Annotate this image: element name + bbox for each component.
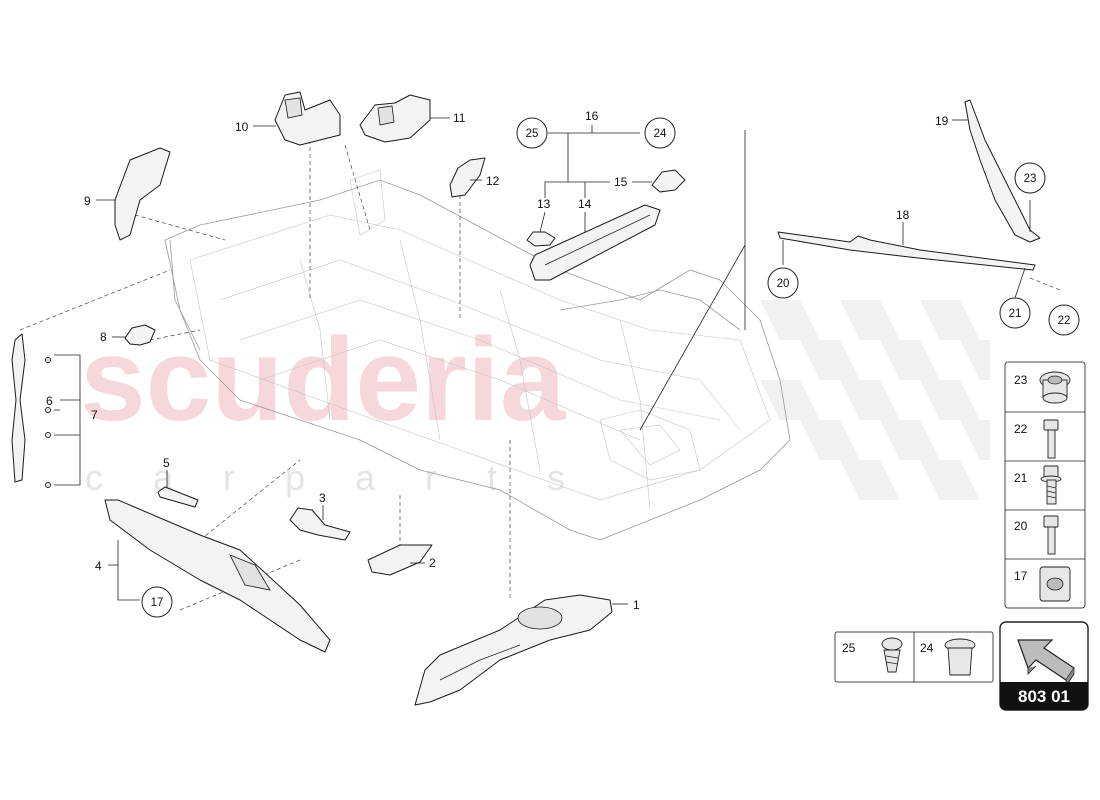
fastener-legend-right: 23 22 21 20 17 [1004, 361, 1086, 609]
legend-label-22: 22 [1014, 422, 1028, 436]
part-19-strut[interactable] [964, 99, 1041, 243]
circle-callout-22: 22 [1048, 304, 1080, 336]
part-3-bracket[interactable] [289, 507, 351, 541]
callout-8: 8 [100, 330, 107, 344]
svg-text:25: 25 [526, 128, 539, 140]
circled-callouts: 25 24 23 20 21 22 17 [141, 117, 1080, 618]
svg-text:17: 17 [151, 597, 164, 609]
part-5-plate[interactable] [157, 486, 199, 508]
callout-1: 1 [633, 598, 640, 612]
circle-callout-21: 21 [999, 297, 1031, 329]
legend-label-25: 25 [842, 641, 856, 655]
cage-nut-icon [1039, 566, 1071, 602]
callout-15: 15 [614, 175, 628, 189]
svg-text:24: 24 [654, 128, 667, 140]
part-1-floor-panel[interactable] [414, 594, 613, 706]
svg-text:22: 22 [1058, 315, 1071, 327]
part-13-clip[interactable] [526, 231, 556, 247]
part-14-crossmember[interactable] [529, 204, 661, 281]
part-9-panel[interactable] [114, 147, 171, 241]
diagram-nav-box[interactable]: 803 01 [999, 621, 1089, 711]
callout-lines [54, 117, 1031, 605]
part-10-bracket[interactable] [274, 91, 341, 146]
callout-3: 3 [319, 491, 326, 505]
circle-callout-23: 23 [1014, 162, 1046, 194]
svg-text:21: 21 [1009, 308, 1022, 320]
callout-4: 4 [95, 559, 102, 573]
circle-callout-24: 24 [644, 117, 676, 149]
diagram-code: 803 01 [1018, 687, 1070, 706]
callout-9: 9 [84, 194, 91, 208]
callout-2: 2 [429, 556, 436, 570]
fastener-dots [45, 357, 51, 488]
watermark-checkerboard [760, 300, 990, 500]
part-4-sill[interactable] [104, 499, 331, 653]
watermark-brand: scuderia [80, 314, 567, 446]
callout-7: 7 [91, 408, 98, 422]
legend-label-21: 21 [1014, 471, 1028, 485]
circle-callout-17: 17 [141, 586, 173, 618]
dashed-leaders [19, 130, 1061, 611]
part-8-clip[interactable] [124, 324, 156, 346]
hex-bolt-icon [1043, 515, 1059, 555]
svg-text:20: 20 [777, 278, 790, 290]
circle-callout-25: 25 [516, 117, 548, 149]
flange-bolt-icon [1043, 419, 1059, 459]
plug-icon [944, 638, 976, 676]
part-11-bracket[interactable] [359, 94, 431, 143]
legend-label-24: 24 [920, 641, 934, 655]
callout-14: 14 [578, 197, 592, 211]
callout-16: 16 [585, 109, 599, 123]
legend-label-17: 17 [1014, 569, 1028, 583]
callout-5: 5 [163, 456, 170, 470]
callout-11: 11 [453, 111, 466, 125]
callout-numbers: 10 11 12 9 8 6 7 5 3 2 1 4 16 13 14 15 1… [46, 109, 949, 612]
legend-label-23: 23 [1014, 373, 1028, 387]
part-18-strut[interactable] [777, 231, 1036, 271]
threaded-bolt-icon [1040, 465, 1062, 505]
part-2-panel[interactable] [367, 544, 433, 576]
circle-callout-20: 20 [767, 267, 799, 299]
grommet-icon [1039, 371, 1071, 404]
legend-label-20: 20 [1014, 519, 1028, 533]
callout-18: 18 [896, 208, 910, 222]
push-rivet-icon [881, 637, 903, 673]
part-12-bracket[interactable] [449, 157, 486, 198]
callout-19: 19 [935, 114, 949, 128]
fastener-legend-bottom: 25 24 [834, 631, 994, 683]
part-6-strip[interactable] [11, 333, 26, 483]
callout-13: 13 [537, 197, 551, 211]
callout-6: 6 [46, 394, 53, 408]
svg-text:23: 23 [1024, 173, 1037, 185]
part-15-bracket[interactable] [651, 169, 686, 193]
callout-10: 10 [235, 120, 249, 134]
callout-12: 12 [486, 174, 500, 188]
